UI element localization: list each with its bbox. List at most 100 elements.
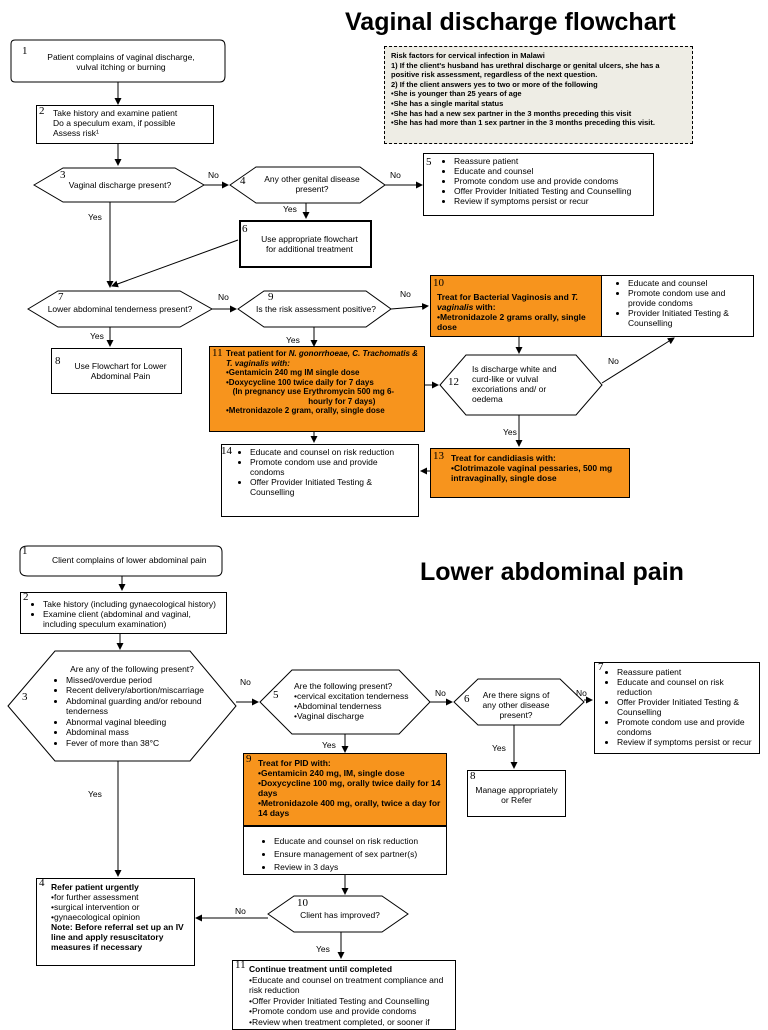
node-3-question: Vaginal discharge present?: [68, 180, 172, 190]
node-4-refer-box: Refer patient urgently •for further asse…: [36, 878, 195, 966]
node-7-item: Offer Provider Initiated Testing & Couns…: [617, 697, 755, 717]
node-7-item: Reassure patient: [617, 667, 755, 677]
node-9-counsel-item: Ensure management of sex partner(s): [274, 848, 442, 861]
node-14-box: Educate and counsel on risk reduction Pr…: [221, 444, 419, 517]
node-9-head: Treat for PID with:: [258, 758, 331, 768]
risk-factors-line: 2) If the client answers yes to two or m…: [391, 79, 598, 89]
node-number: 9: [268, 291, 274, 303]
node-3-item: Fever of more than 38°C: [66, 738, 212, 749]
node-2-item: Examine client (abdominal and vaginal, i…: [43, 609, 222, 629]
node-number: 1: [22, 45, 28, 57]
node-11-line: •Gentamicin 240 mg IM single dose: [226, 368, 360, 377]
node-11-line: •Review when treatment completed, or soo…: [249, 1016, 430, 1027]
node-10-counsel-item: Educate and counsel: [628, 278, 749, 288]
node-number: 7: [598, 661, 604, 673]
node-9-question: Is the risk assessment positive?: [256, 304, 376, 314]
node-10-head-organism: T. vaginalis: [437, 292, 579, 312]
node-11-line: hourly for 7 days): [226, 396, 376, 406]
risk-factors-line: 1) If the client's husband has urethral …: [391, 60, 660, 80]
flowchart-title-lower-abdominal-pain: Lower abdominal pain: [420, 558, 684, 586]
node-11-line: (In pregnancy use Erythromycin 500 mg 6-: [226, 387, 395, 396]
node-4-line: •for further assessment: [51, 892, 139, 902]
node-number: 5: [426, 156, 432, 168]
node-11-head: Continue treatment until completed: [249, 964, 393, 974]
node-13-treatment-box: Treat for candidiasis with: •Clotrimazol…: [430, 448, 630, 498]
node-4-note: Note: Before referral set up an IV line …: [51, 922, 184, 952]
node-10-drug: •Metronidazole 2 grams orally, single do…: [437, 312, 586, 332]
node-9-treatment-box: Treat for PID with: •Gentamicin 240 mg, …: [243, 753, 447, 826]
node-7-item: Promote condom use and provide condoms: [617, 717, 755, 737]
node-3-head: Are any of the following present?: [70, 664, 194, 674]
node-number: 3: [60, 169, 66, 181]
edge-label-yes: Yes: [322, 740, 336, 750]
node-6-box: Use appropriate flowchart for additional…: [239, 220, 372, 268]
node-2-box: Take history and examine patient Do a sp…: [36, 105, 214, 144]
node-4-head: Refer patient urgently: [51, 882, 139, 892]
node-3-item: Missed/overdue period: [66, 675, 212, 686]
node-11-line: •Promote condom use and provide condoms: [249, 1006, 417, 1016]
node-3-question: Are any of the following present? Missed…: [52, 664, 212, 748]
node-10-counsel-box: Educate and counsel Promote condom use a…: [601, 275, 754, 337]
node-7-item: Educate and counsel on risk reduction: [617, 677, 755, 697]
node-9-counsel-item: Educate and counsel on risk reduction: [274, 835, 442, 848]
node-5-line: •cervical excitation tenderness: [294, 691, 409, 701]
edge-label-yes: Yes: [88, 789, 102, 799]
edge-label-no: No: [208, 170, 219, 180]
node-number: 14: [221, 445, 232, 457]
risk-factors-line: •She has had more than 1 sex partner in …: [391, 118, 655, 128]
edge-label-no: No: [390, 170, 401, 180]
node-9-line: •Metronidazole 400 mg, orally, twice a d…: [258, 798, 441, 818]
node-1-text: Patient complains of vaginal discharge, …: [47, 52, 195, 72]
node-10-treatment-box: Treat for Bacterial Vaginosis and T. vag…: [430, 275, 602, 337]
node-2-box: Take history (including gynaecological h…: [20, 592, 227, 634]
node-11-treatment-box: Treat patient for N. gonorrhoeae, C. Tra…: [209, 346, 425, 432]
node-4-question: Any other genital disease present?: [264, 174, 360, 194]
edge-label-yes: Yes: [283, 204, 297, 214]
node-11-line: •Offer Provider Initiated Testing and Co…: [249, 995, 430, 1006]
node-7-item: Review if symptoms persist or recur: [617, 737, 755, 747]
edge-label-yes: Yes: [286, 335, 300, 345]
node-number: 9: [246, 753, 252, 765]
edge-label-no: No: [218, 292, 229, 302]
edge-label-yes: Yes: [90, 331, 104, 341]
node-2-item: Take history (including gynaecological h…: [43, 599, 222, 609]
edge-label-no: No: [400, 289, 411, 299]
node-9-counsel-box: Educate and counsel on risk reduction En…: [243, 826, 447, 875]
node-5-item: Educate and counsel: [454, 166, 649, 176]
node-11-head-organisms: N. gonorrhoeae, C. Trachomatis & T. vagi…: [226, 349, 418, 368]
node-10-counsel-item: Provider Initiated Testing & Counselling: [628, 308, 749, 328]
node-13-head: Treat for candidiasis with:: [451, 453, 556, 463]
node-3-item: Recent delivery/abortion/miscarriage: [66, 685, 212, 696]
edge-label-no: No: [240, 677, 251, 687]
node-4-line: •gynaecological opinion: [51, 912, 140, 922]
node-5-item: Offer Provider Initiated Testing and Cou…: [454, 186, 649, 196]
risk-factors-line: •She has a single marital status: [391, 98, 504, 108]
edge-label-yes: Yes: [88, 212, 102, 222]
node-10-head: Treat for Bacterial Vaginosis and: [437, 292, 572, 302]
node-number: 5: [273, 689, 279, 701]
node-5-head: Are the following present?: [294, 681, 393, 691]
node-2-line: Assess risk¹: [53, 128, 99, 138]
node-11-continue-box: Continue treatment until completed •Educ…: [232, 960, 456, 1030]
node-number: 10: [297, 897, 308, 909]
node-3-item: Abdominal guarding and/or rebound tender…: [66, 696, 212, 717]
node-14-item: Offer Provider Initiated Testing & Couns…: [250, 477, 414, 497]
node-14-item: Educate and counsel on risk reduction: [250, 447, 414, 457]
node-number: 11: [235, 959, 246, 971]
node-number: 2: [23, 591, 29, 603]
node-5-line: •Abdominal tenderness: [294, 701, 382, 711]
node-number: 3: [22, 691, 28, 703]
node-number: 4: [240, 175, 246, 187]
node-12-question: Is discharge white and curd-like or vulv…: [472, 364, 557, 404]
node-9-line: •Doxycycline 100 mg, orally twice daily …: [258, 778, 441, 798]
node-11-line: •Doxycycline 100 twice daily for 7 days: [226, 377, 374, 387]
node-number: 2: [39, 105, 45, 117]
node-10-head-tail: with:: [473, 302, 496, 312]
node-number: 1: [22, 545, 28, 557]
flowchart-title-vaginal-discharge: Vaginal discharge flowchart: [345, 8, 676, 36]
node-5-item: Reassure patient: [454, 156, 649, 166]
node-11-line: •Educate and counsel on treatment compli…: [249, 974, 444, 996]
node-10-question: Client has improved?: [300, 910, 380, 920]
node-5-item: Promote condom use and provide condoms: [454, 176, 649, 186]
node-11-line: •Metronidazole 2 gram, orally, single do…: [226, 406, 385, 415]
